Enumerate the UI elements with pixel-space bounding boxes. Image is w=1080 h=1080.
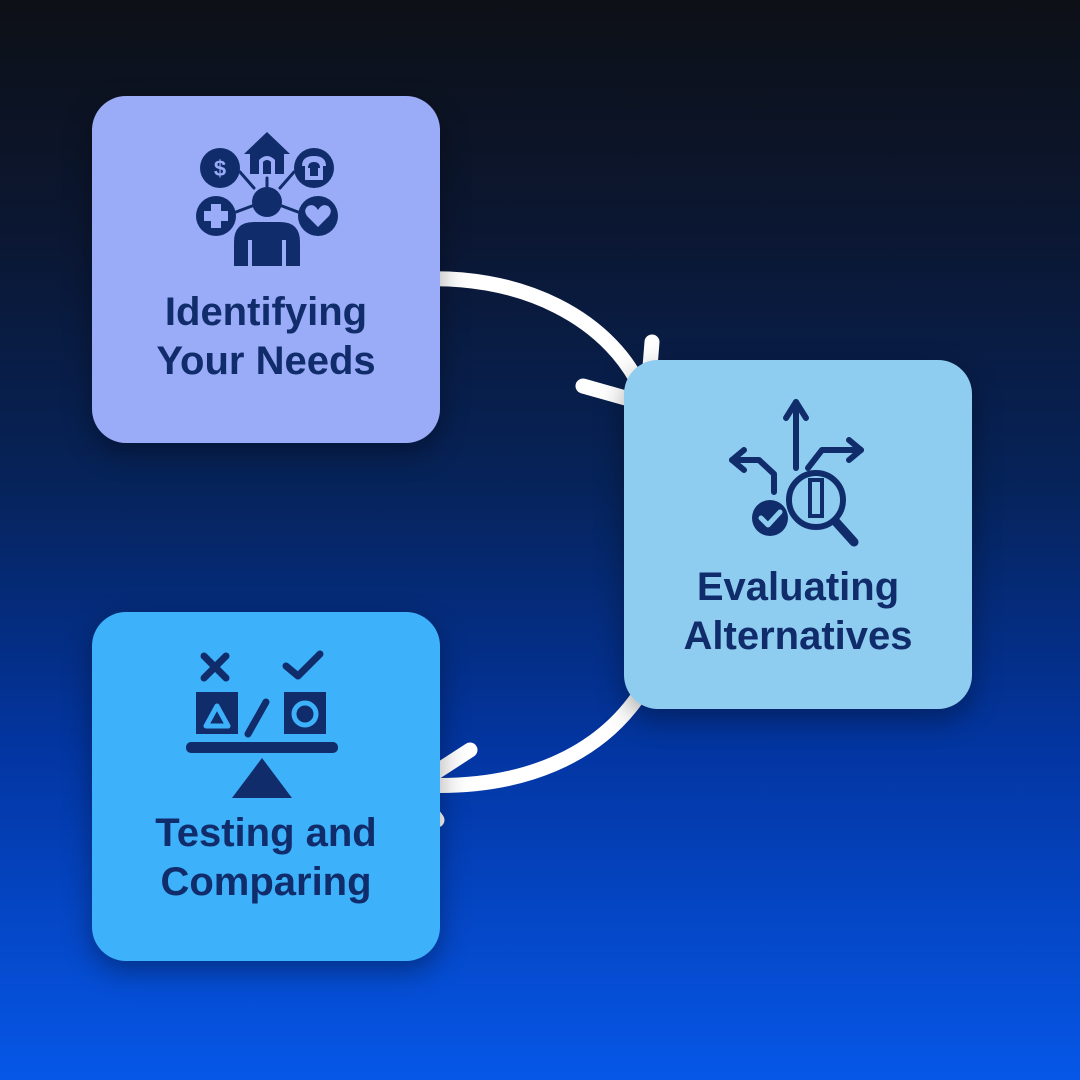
step-card-testing-comparing: Testing and Comparing — [92, 612, 440, 961]
balance-scale-icon — [184, 648, 344, 808]
arrow-step1-to-step2 — [399, 271, 660, 412]
step-label: Identifying Your Needs — [156, 290, 376, 383]
step-label: Testing and Comparing — [155, 811, 377, 904]
svg-text:$: $ — [214, 156, 226, 181]
step-card-evaluating-alternatives: Evaluating Alternatives — [624, 360, 972, 709]
step-label: Evaluating Alternatives — [683, 565, 913, 658]
arrow-step2-to-step3 — [405, 678, 653, 828]
step-card-identifying-needs: $ Identifying Your Needs — [92, 96, 440, 443]
evaluate-search-icon — [714, 388, 884, 558]
person-needs-icon: $ — [192, 124, 342, 279]
